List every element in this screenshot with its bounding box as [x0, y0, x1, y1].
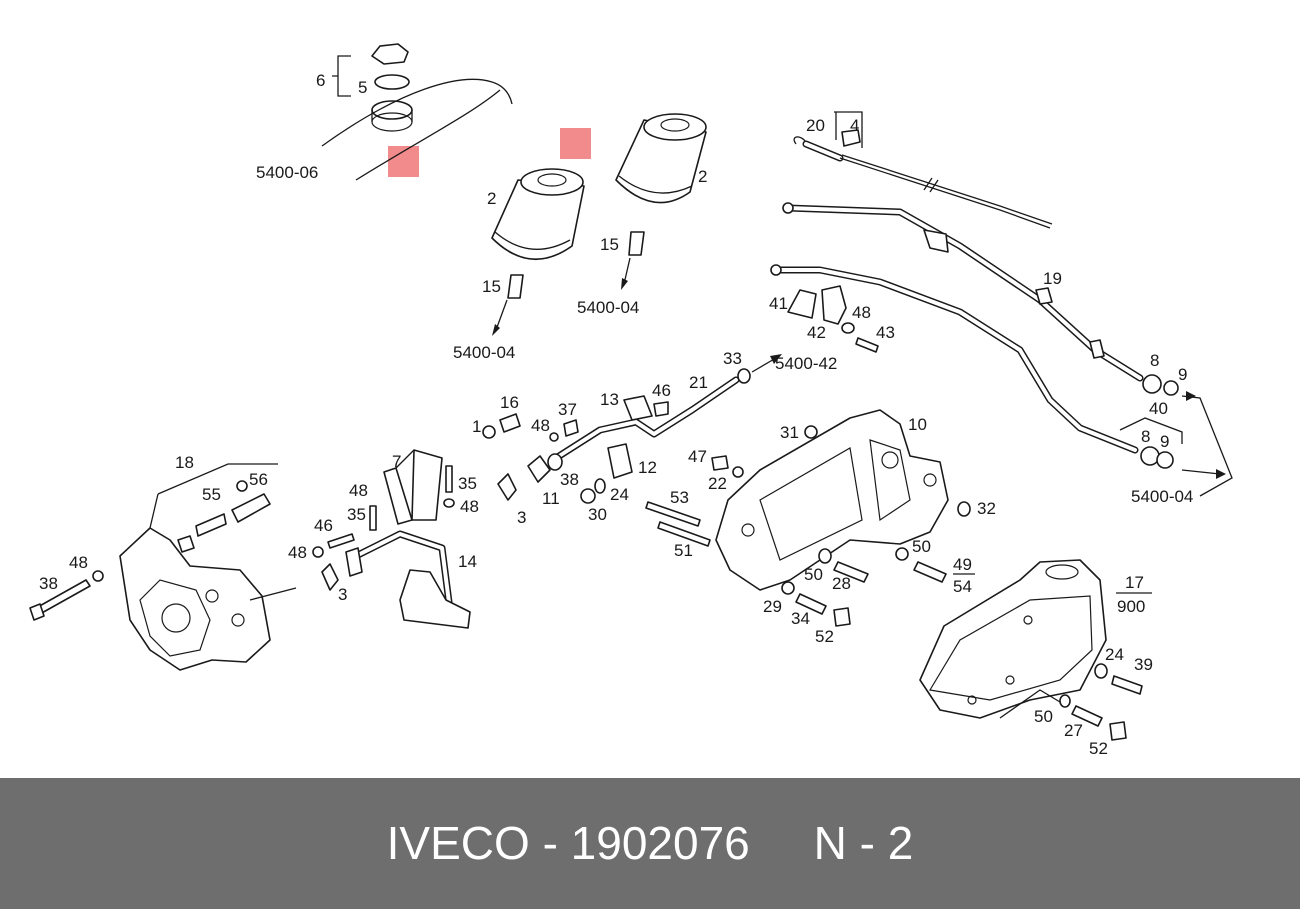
part-number: 1902076 [570, 817, 750, 869]
oil-filter-right [615, 113, 707, 290]
label-900: 900 [1117, 597, 1145, 616]
label-40: 40 [1149, 399, 1168, 418]
label-43: 43 [876, 323, 895, 342]
label-51: 51 [674, 541, 693, 560]
label-48-d: 48 [460, 497, 479, 516]
label-12: 12 [638, 458, 657, 477]
label-3-a: 3 [517, 508, 526, 527]
label-38-b: 38 [39, 574, 58, 593]
label-55: 55 [202, 485, 221, 504]
label-17: 17 [1125, 573, 1144, 592]
label-48-e: 48 [288, 543, 307, 562]
label-41: 41 [769, 294, 788, 313]
crankcase-10 [645, 409, 971, 627]
label-3-b: 3 [338, 585, 347, 604]
label-56: 56 [249, 470, 268, 489]
label-31: 31 [780, 423, 799, 442]
label-48-c: 48 [349, 481, 368, 500]
filler-cap-assembly [321, 43, 513, 181]
oil-filter-left [491, 168, 585, 336]
label-9-b: 9 [1160, 432, 1169, 451]
label-8-a: 8 [1150, 351, 1159, 370]
suction-pipe-14 [312, 449, 471, 629]
label-32: 32 [977, 499, 996, 518]
label-42: 42 [807, 323, 826, 342]
label-48-b: 48 [531, 416, 550, 435]
label-52-b: 52 [1089, 739, 1108, 758]
ref-5400-04-b: 5400-04 [577, 298, 639, 317]
label-35-a: 35 [458, 474, 477, 493]
small-fittings [482, 413, 606, 504]
label-2-right: 2 [698, 167, 707, 186]
label-48-f: 48 [69, 553, 88, 572]
label-10: 10 [908, 415, 927, 434]
ref-5400-42: 5400-42 [775, 354, 837, 373]
label-20: 20 [806, 116, 825, 135]
ref-5400-04-a: 5400-04 [453, 343, 515, 362]
label-50-a: 50 [912, 537, 931, 556]
label-19: 19 [1043, 269, 1062, 288]
oil-pump-18 [29, 463, 297, 671]
label-15-left: 15 [482, 277, 501, 296]
oil-pipe-21 [552, 354, 782, 479]
label-28: 28 [832, 574, 851, 593]
part-labels: 6 5 5400-06 2 2 15 15 5400-04 5400-04 20… [39, 71, 1193, 758]
label-39: 39 [1134, 655, 1153, 674]
label-48-a: 48 [852, 303, 871, 322]
label-13: 13 [600, 390, 619, 409]
label-30: 30 [588, 505, 607, 524]
label-50-b: 50 [804, 565, 823, 584]
label-5: 5 [358, 78, 367, 97]
label-24-b: 24 [1105, 645, 1124, 664]
label-50-c: 50 [1034, 707, 1053, 726]
label-7: 7 [392, 452, 401, 471]
exploded-parts-diagram: 6 5 5400-06 2 2 15 15 5400-04 5400-04 20… [29, 43, 1233, 758]
label-34: 34 [791, 609, 810, 628]
label-11: 11 [542, 489, 560, 508]
label-37: 37 [558, 400, 577, 419]
highlight-marker-right [560, 128, 591, 159]
label-38-a: 38 [560, 470, 579, 489]
label-49: 49 [953, 555, 972, 574]
ref-5400-04-c: 5400-04 [1131, 487, 1193, 506]
label-33: 33 [723, 349, 742, 368]
ref-5400-06: 5400-06 [256, 163, 318, 182]
label-46-a: 46 [652, 381, 671, 400]
label-16: 16 [500, 393, 519, 412]
label-52-a: 52 [815, 627, 834, 646]
label-1: 1 [472, 417, 481, 436]
label-8-b: 8 [1141, 427, 1150, 446]
label-21: 21 [689, 373, 708, 392]
label-46-b: 46 [314, 516, 333, 535]
seals-8-9 [1119, 374, 1233, 497]
brackets-41-42 [787, 285, 879, 353]
label-35-b: 35 [347, 505, 366, 524]
label-9-a: 9 [1178, 365, 1187, 384]
label-54: 54 [953, 577, 972, 596]
label-6: 6 [316, 71, 325, 90]
label-14: 14 [458, 552, 477, 571]
label-29: 29 [763, 597, 782, 616]
page-code: N - 2 [813, 817, 914, 869]
oil-sump-17 [919, 559, 1143, 741]
label-47: 47 [688, 447, 707, 466]
label-15-right: 15 [600, 235, 619, 254]
label-4: 4 [850, 116, 859, 135]
label-27: 27 [1064, 721, 1083, 740]
dipstick-assembly [770, 111, 1144, 454]
part-number-footer: IVECO - 1902076 N - 2 [0, 778, 1300, 909]
label-2-left: 2 [487, 189, 496, 208]
footer-separator: - [542, 817, 558, 869]
label-22: 22 [708, 474, 727, 493]
label-24-a: 24 [610, 485, 629, 504]
brand-name: IVECO [386, 817, 530, 869]
label-53: 53 [670, 488, 689, 507]
label-18: 18 [175, 453, 194, 472]
